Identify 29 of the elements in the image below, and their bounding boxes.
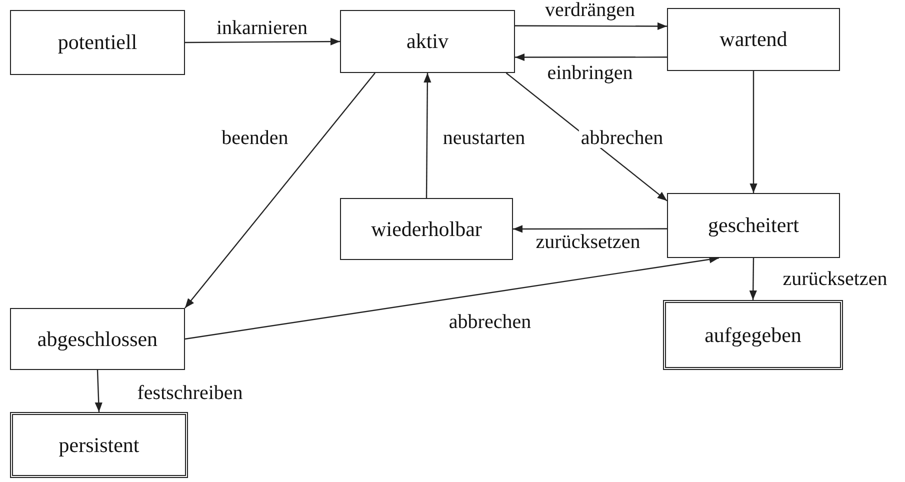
arrow <box>749 258 757 300</box>
arrow <box>515 53 667 62</box>
state-box <box>667 193 840 258</box>
arrow <box>515 22 667 30</box>
final-state-box <box>10 412 188 478</box>
state-name: abgeschlossen <box>37 326 158 352</box>
arrow <box>750 71 758 193</box>
state-name: aktiv <box>406 28 448 55</box>
state-box <box>667 8 840 71</box>
final-state-box <box>663 300 843 370</box>
arrow <box>184 72 376 308</box>
arrow <box>513 225 667 233</box>
state-box <box>340 10 515 73</box>
state-name: aufgegeben <box>704 322 802 348</box>
state-name: wiederholbar <box>371 216 482 242</box>
arrow <box>185 38 340 46</box>
edge-label: verdrängen <box>543 0 637 20</box>
state-name: wartend <box>720 26 788 53</box>
edge-label: abbrechen <box>578 128 666 148</box>
state-box <box>340 198 513 260</box>
arrow <box>424 73 432 198</box>
edge-label: einbringen <box>545 63 635 83</box>
state-box <box>10 10 185 75</box>
state-name: potentiell <box>58 29 138 56</box>
state-name: persistent <box>58 432 140 458</box>
state-name: gescheitert <box>708 212 799 239</box>
arrow <box>94 370 102 412</box>
state-box <box>10 308 185 370</box>
arrow <box>184 256 719 340</box>
